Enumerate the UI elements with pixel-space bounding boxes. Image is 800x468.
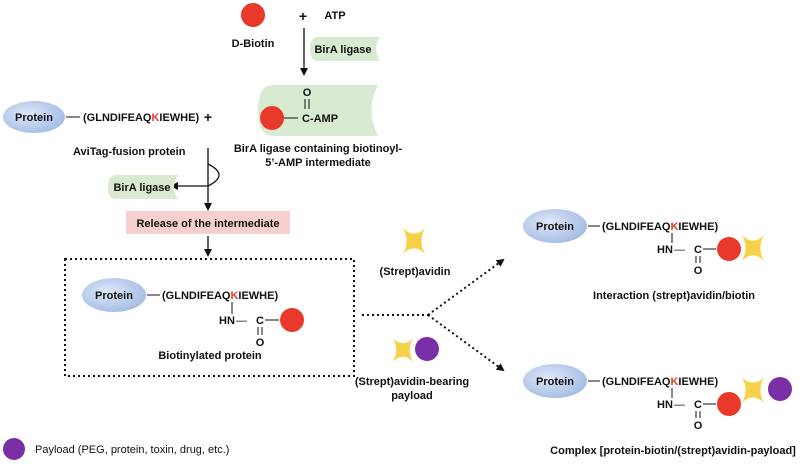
avitag-caption: AviTag-fusion protein (73, 146, 186, 158)
payload-label-line1: (Strept)avidin-bearing (355, 376, 469, 388)
biotinylated-hn: HN (219, 315, 235, 327)
branch-down-arrow (427, 314, 505, 372)
avitag-protein-ellipse (3, 101, 65, 133)
complex-avidin-icon (741, 377, 765, 403)
biotinylated-biotin-circle (280, 308, 304, 332)
bira-ligase-label-released: BirA ligase (113, 182, 170, 194)
release-box (126, 211, 290, 234)
payload-circle-middle (415, 337, 439, 361)
bira-ligase-shape-released (108, 175, 178, 199)
biotinylated-lysine: K (230, 290, 238, 302)
biotinylated-caption: Biotinylated protein (158, 350, 262, 362)
avidin-label: (Strept)avidin (380, 266, 451, 278)
avitag-protein-label: Protein (15, 112, 53, 124)
interaction-lysine: K (670, 221, 678, 233)
d-biotin-circle (241, 3, 265, 27)
d-biotin-label: D-Biotin (232, 38, 275, 50)
complex-protein-label: Protein (536, 376, 574, 388)
payload-label-line2: payload (391, 390, 433, 402)
biotinylated-protein: Protein (GLNDIFEAQKIEWHE) HN — C O Bioti… (64, 258, 355, 377)
complex-sequence: (GLNDIFEAQKIEWHE) (602, 376, 718, 388)
top-reaction: D-Biotin + ATP BirA ligase O C-AMP BirA … (232, 3, 403, 169)
interaction-biotin-circle (717, 237, 741, 261)
legend-payload-circle (3, 438, 25, 460)
bira-ligase-shape-top (310, 37, 380, 61)
complex-protein-ellipse (523, 364, 587, 398)
interaction-protein-label: Protein (536, 221, 574, 233)
interaction-protein-ellipse (523, 209, 587, 243)
ligase-release-curve (170, 163, 220, 190)
avidin-icon (402, 228, 426, 254)
complex-payload-circle (768, 377, 792, 401)
interaction-c: C (694, 244, 702, 256)
intermediate-caption-line1: BirA ligase containing biotinoyl- (234, 143, 403, 155)
biotinylated-sequence: (GLNDIFEAQKIEWHE) (162, 290, 278, 302)
intermediate-biotin-circle (260, 106, 284, 130)
complex-caption: Complex [protein-biotin/(strept)avidin-p… (550, 445, 796, 457)
payload-complex: Protein (GLNDIFEAQKIEWHE) HN — C O Compl… (523, 364, 796, 457)
middle-reagents: (Strept)avidin (Strept)avidin-bearing pa… (355, 228, 505, 402)
intermediate-o: O (303, 87, 312, 99)
interaction-avidin-icon (741, 235, 765, 261)
complex-dash: — (674, 399, 685, 411)
complex-biotin-circle (717, 392, 741, 416)
avitag-lysine: K (151, 112, 159, 124)
biotinylated-dash: — (236, 315, 247, 327)
interaction-sequence: (GLNDIFEAQKIEWHE) (602, 221, 718, 233)
intermediate-camp: C-AMP (302, 113, 338, 125)
interaction-dash: — (674, 244, 685, 256)
release-label: Release of the intermediate (136, 218, 279, 230)
interaction-caption: Interaction (strept)avidin/biotin (593, 290, 755, 302)
branch-up-arrow (427, 258, 505, 316)
complex-c: C (694, 399, 702, 411)
intermediate-caption-line2: 5’-AMP intermediate (265, 157, 371, 169)
complex-hn: HN (657, 399, 673, 411)
bira-ligase-label-top: BirA ligase (314, 44, 371, 56)
complex-o: O (694, 420, 703, 432)
biotinylated-o: O (256, 337, 265, 349)
interaction-o: O (694, 265, 703, 277)
avitag-fusion-protein: Protein (GLNDIFEAQKIEWHE) + AviTag-fusio… (3, 101, 290, 257)
legend: Payload (PEG, protein, toxin, drug, etc.… (3, 438, 229, 460)
legend-payload-label: Payload (PEG, protein, toxin, drug, etc.… (35, 444, 229, 456)
interaction-complex: Protein (GLNDIFEAQKIEWHE) HN — C O Inter… (523, 209, 765, 302)
interaction-hn: HN (657, 244, 673, 256)
plus-sign-avitag: + (204, 109, 212, 125)
avitag-sequence: (GLNDIFEAQKIEWHE) (83, 112, 199, 124)
biotinylated-protein-ellipse (82, 278, 146, 312)
biotinylated-c: C (256, 315, 264, 327)
payload-avidin-icon (392, 338, 414, 362)
atp-label: ATP (324, 10, 345, 22)
bira-intermediate-shape (258, 85, 378, 136)
plus-sign-top: + (299, 8, 307, 24)
biotinylated-protein-label: Protein (95, 290, 133, 302)
complex-lysine: K (670, 376, 678, 388)
biotinylated-dashed-box (64, 258, 355, 377)
